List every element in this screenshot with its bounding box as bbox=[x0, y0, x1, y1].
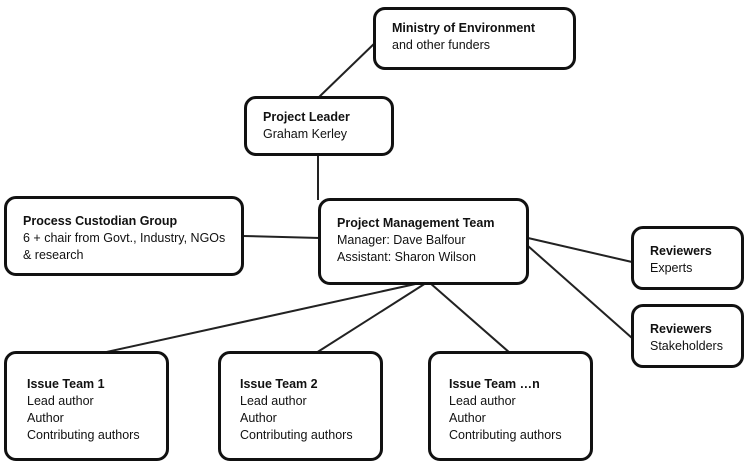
issuen-title: Issue Team …n bbox=[449, 377, 540, 391]
link-leader-ministry bbox=[317, 39, 379, 99]
project-management-box: Project Management Team Manager: Dave Ba… bbox=[318, 198, 529, 285]
issue-team-n-box: Issue Team …n Lead author Author Contrib… bbox=[428, 351, 593, 461]
reviewers-stakeholders-box: Reviewers Stakeholders bbox=[631, 304, 744, 368]
pmt-title: Project Management Team bbox=[337, 216, 495, 230]
project-leader-box: Project Leader Graham Kerley bbox=[244, 96, 394, 156]
custodian-title: Process Custodian Group bbox=[23, 214, 178, 228]
issue1-line-1: Lead author bbox=[27, 394, 94, 408]
reviewers-experts-line: Experts bbox=[650, 261, 693, 275]
link-custodian-pmt bbox=[242, 235, 321, 239]
issue2-title: Issue Team 2 bbox=[240, 377, 318, 391]
link-pmt-issuen bbox=[429, 282, 511, 354]
issue2-line-3: Contributing authors bbox=[240, 428, 353, 442]
leader-title: Project Leader bbox=[263, 110, 350, 124]
issue2-line-2: Author bbox=[240, 411, 277, 425]
link-pmt-reviewers-experts bbox=[527, 237, 633, 263]
pmt-assistant: Assistant: Sharon Wilson bbox=[337, 250, 476, 264]
leader-name: Graham Kerley bbox=[263, 127, 348, 141]
reviewers-stakeholders-title: Reviewers bbox=[650, 322, 712, 336]
link-pmt-issue2 bbox=[315, 282, 427, 354]
issuen-line-1: Lead author bbox=[449, 394, 516, 408]
ministry-title: Ministry of Environment bbox=[392, 21, 536, 35]
link-pmt-issue1 bbox=[101, 282, 421, 354]
process-custodian-box: Process Custodian Group 6 + chair from G… bbox=[4, 196, 244, 276]
issue-team-1-box: Issue Team 1 Lead author Author Contribu… bbox=[4, 351, 169, 461]
reviewers-experts-box: Reviewers Experts bbox=[631, 226, 744, 290]
issue1-title: Issue Team 1 bbox=[27, 377, 105, 391]
link-pmt-reviewers-stakeholders bbox=[527, 245, 633, 339]
custodian-line-2: & research bbox=[23, 248, 84, 262]
issue1-line-2: Author bbox=[27, 411, 64, 425]
issue1-line-3: Contributing authors bbox=[27, 428, 140, 442]
custodian-line-1: 6 + chair from Govt., Industry, NGOs bbox=[23, 231, 226, 245]
ministry-box: Ministry of Environment and other funder… bbox=[373, 7, 576, 70]
reviewers-stakeholders-line: Stakeholders bbox=[650, 339, 723, 353]
reviewers-experts-title: Reviewers bbox=[650, 244, 712, 258]
issuen-line-2: Author bbox=[449, 411, 486, 425]
issue-team-2-box: Issue Team 2 Lead author Author Contribu… bbox=[218, 351, 383, 461]
ministry-line: and other funders bbox=[392, 38, 490, 52]
issue2-line-1: Lead author bbox=[240, 394, 307, 408]
pmt-manager: Manager: Dave Balfour bbox=[337, 233, 466, 247]
issuen-line-3: Contributing authors bbox=[449, 428, 562, 442]
